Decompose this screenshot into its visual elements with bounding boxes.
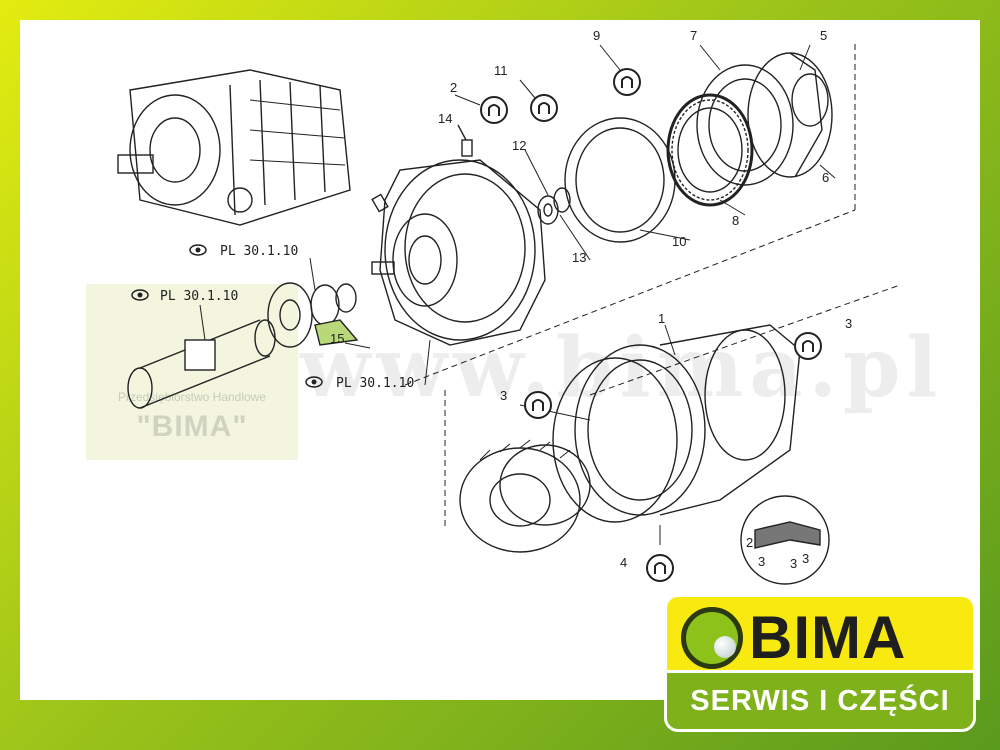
bima-logo: BIMA SERWIS I CZĘŚCI [664,594,976,734]
part-number: 3 [845,316,852,331]
part-14-pin [371,124,473,213]
part-number: 12 [512,138,526,153]
shaft-inset-panel [86,284,298,460]
detail-number-labels: 2 3 3 [746,535,809,569]
eye-reference-icon [189,244,207,256]
inset-brand-text: "BIMA" [136,410,248,443]
part-10-ring [564,117,676,243]
logo-ball-icon [681,607,743,669]
seal-marker-icon [480,96,508,124]
website-watermark: www.bima.pl [300,320,944,416]
part-number: 11 [494,63,508,78]
seal-detail-circle [740,495,830,585]
logo-tagline: SERWIS I CZĘŚCI [690,685,950,717]
eye-reference-icon [305,376,323,388]
logo-top-band: BIMA [664,594,976,674]
eye-reference-icon [131,289,149,301]
reference-label-bottom: PL 30.1.10 [336,376,414,391]
part-15-collar [267,282,359,348]
part-number: 1 [658,311,665,326]
seal-marker-icon [613,68,641,96]
part-3-seal-ring [552,357,678,523]
seal-marker-icon [794,332,822,360]
part-number: 4 [620,555,627,570]
seal-marker-icon [646,554,674,582]
part-number: 8 [732,213,739,228]
part-number-labels: 1 2 3 3 3 4 5 6 7 8 9 10 11 12 13 14 15 [330,28,852,571]
reference-label-inset: PL 30.1.10 [160,289,238,304]
detail-number: 2 [746,535,753,550]
part-number: 15 [330,331,344,346]
logo-bottom-band: SERWIS I CZĘŚCI [664,670,976,732]
part-5-6-cover [747,52,833,178]
toothed-drum [459,439,591,553]
guide-lines [404,40,901,530]
part-1-lower-housing [574,324,801,516]
logo-name: BIMA [749,604,907,671]
part-number: 13 [572,250,586,265]
detail-number: 3 [802,551,809,566]
part-number: 6 [822,170,829,185]
seal-marker-icon [530,94,558,122]
part-8-friction-disc [666,93,754,207]
part-number: 9 [593,28,600,43]
part-number: 7 [690,28,697,43]
logo-ball-highlight [714,636,736,658]
seal-marker-icon [524,391,552,419]
inset-splined-shaft [127,319,276,409]
inset-company-text: Przedsiębiorstwo Handlowe [117,390,267,404]
part-2-clutch-housing [371,159,546,346]
part-number: 3 [500,388,507,403]
part-7-pressure-plate [696,64,794,186]
part-number: 3 [790,556,797,571]
part-number: 10 [672,234,686,249]
part-number: 2 [450,80,457,95]
gearbox-assembly-drawing [117,69,351,226]
reference-label-top: PL 30.1.10 [220,244,298,259]
part-12-13-washer [537,187,571,225]
seal-marker-icons [480,68,822,582]
detail-number: 3 [758,554,765,569]
part-number: 14 [438,111,452,126]
part-number: 5 [820,28,827,43]
